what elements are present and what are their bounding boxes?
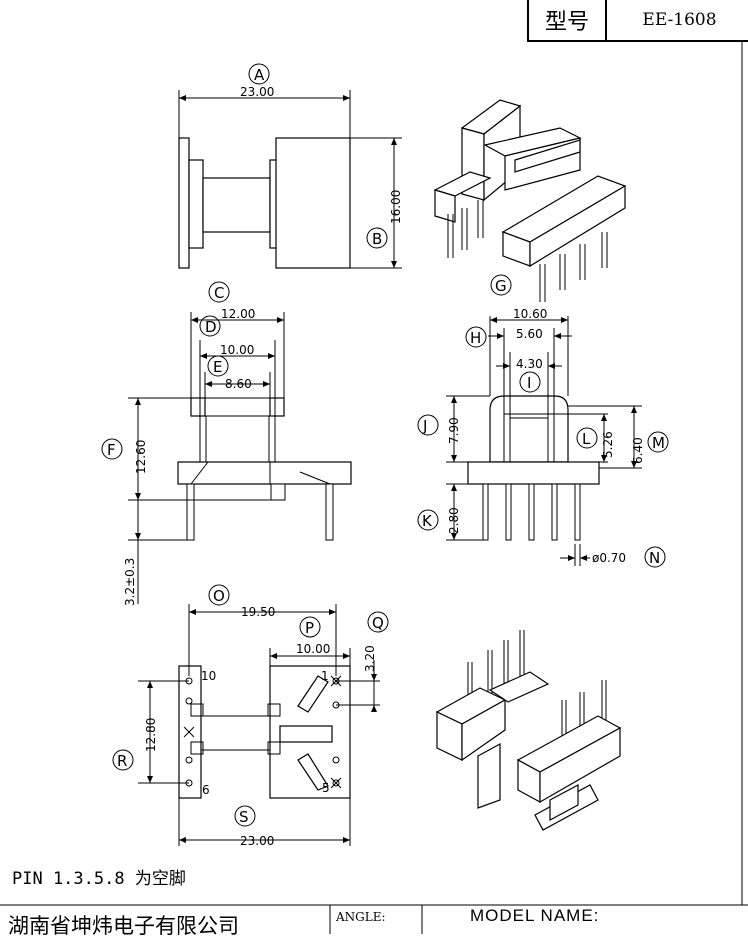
dim-P-value: 10.00 <box>296 642 330 656</box>
label-C: C <box>214 284 224 302</box>
label-I: I <box>527 374 531 392</box>
label-N: N <box>649 549 660 567</box>
pin-number-5: 5 <box>322 781 330 795</box>
dim-I-value: 4.30 <box>516 357 543 371</box>
label-P: P <box>305 619 314 637</box>
label-A: A <box>254 66 265 84</box>
dim-O-value: 19.50 <box>241 605 275 619</box>
dim-S-value: 23.00 <box>240 834 274 848</box>
label-S: S <box>239 808 249 826</box>
dim-C-value: 12.00 <box>221 307 255 321</box>
angle-label: ANGLE: <box>336 910 386 924</box>
label-L: L <box>582 430 591 448</box>
dim-Q-value: 3.20 <box>363 645 377 672</box>
model-value: EE-1608 <box>642 10 717 30</box>
dim-G-value: 10.60 <box>513 307 547 321</box>
dim-A-value: 23.00 <box>240 85 274 99</box>
isometric-view-2 <box>435 630 622 831</box>
dim-J-value: 7.90 <box>447 417 461 444</box>
model-label-cell: 型号 <box>529 0 607 40</box>
pin-number-1: 1 <box>321 669 329 683</box>
isometric-view-1 <box>433 99 627 302</box>
label-J: J <box>422 417 427 435</box>
label-M: M <box>652 434 665 452</box>
dim-M-value: 6.40 <box>631 437 645 464</box>
dim-L-value: 5.26 <box>601 431 615 458</box>
dim-D-value: 10.00 <box>220 343 254 357</box>
dim-R-value: 12.80 <box>144 718 158 752</box>
label-B-circle <box>366 227 388 249</box>
label-O: O <box>213 587 225 605</box>
top-view: 23.00 A 16.00 B <box>178 63 403 269</box>
model-name-label: MODEL NAME: <box>470 906 600 925</box>
label-E: E <box>213 358 222 376</box>
model-label: 型号 <box>544 10 589 35</box>
title-block: 型号 EE-1608 <box>527 0 748 42</box>
dim-B-value: 16.00 <box>389 190 403 224</box>
bottom-view: 10 6 1 5 19.50 O 10.00 P 3.20 Q 12.80 R <box>112 584 389 848</box>
pin-number-10: 10 <box>201 669 216 683</box>
dim-K-value: 2.80 <box>447 507 461 534</box>
label-H: H <box>470 329 481 347</box>
dim-E-value: 8.60 <box>225 377 252 391</box>
front-view: 10.60 G 5.60 H 4.30 I 7.90 J 2.80 K <box>417 274 669 568</box>
label-F: F <box>107 441 116 459</box>
pin-number-6: 6 <box>202 783 210 797</box>
label-K: K <box>422 512 433 530</box>
dim-H-value: 5.60 <box>516 327 543 341</box>
side-view: 12.00 C 10.00 D 8.60 E 12.60 F 3.2±0.3 <box>101 281 352 606</box>
dim-F-value: 12.60 <box>134 440 148 474</box>
label-B: B <box>372 230 382 248</box>
dim-N-value: ø0.70 <box>592 551 626 565</box>
model-value-cell: EE-1608 <box>607 0 748 40</box>
label-A-circle <box>248 63 270 85</box>
pin-note: PIN 1.3.5.8 为空脚 <box>12 869 186 889</box>
dim-F2-value: 3.2±0.3 <box>123 558 137 606</box>
label-Q: Q <box>372 614 384 632</box>
label-G: G <box>495 277 507 295</box>
label-D: D <box>205 318 217 336</box>
company-name: 湖南省坤炜电子有限公司 <box>8 914 239 938</box>
label-R: R <box>117 752 127 770</box>
